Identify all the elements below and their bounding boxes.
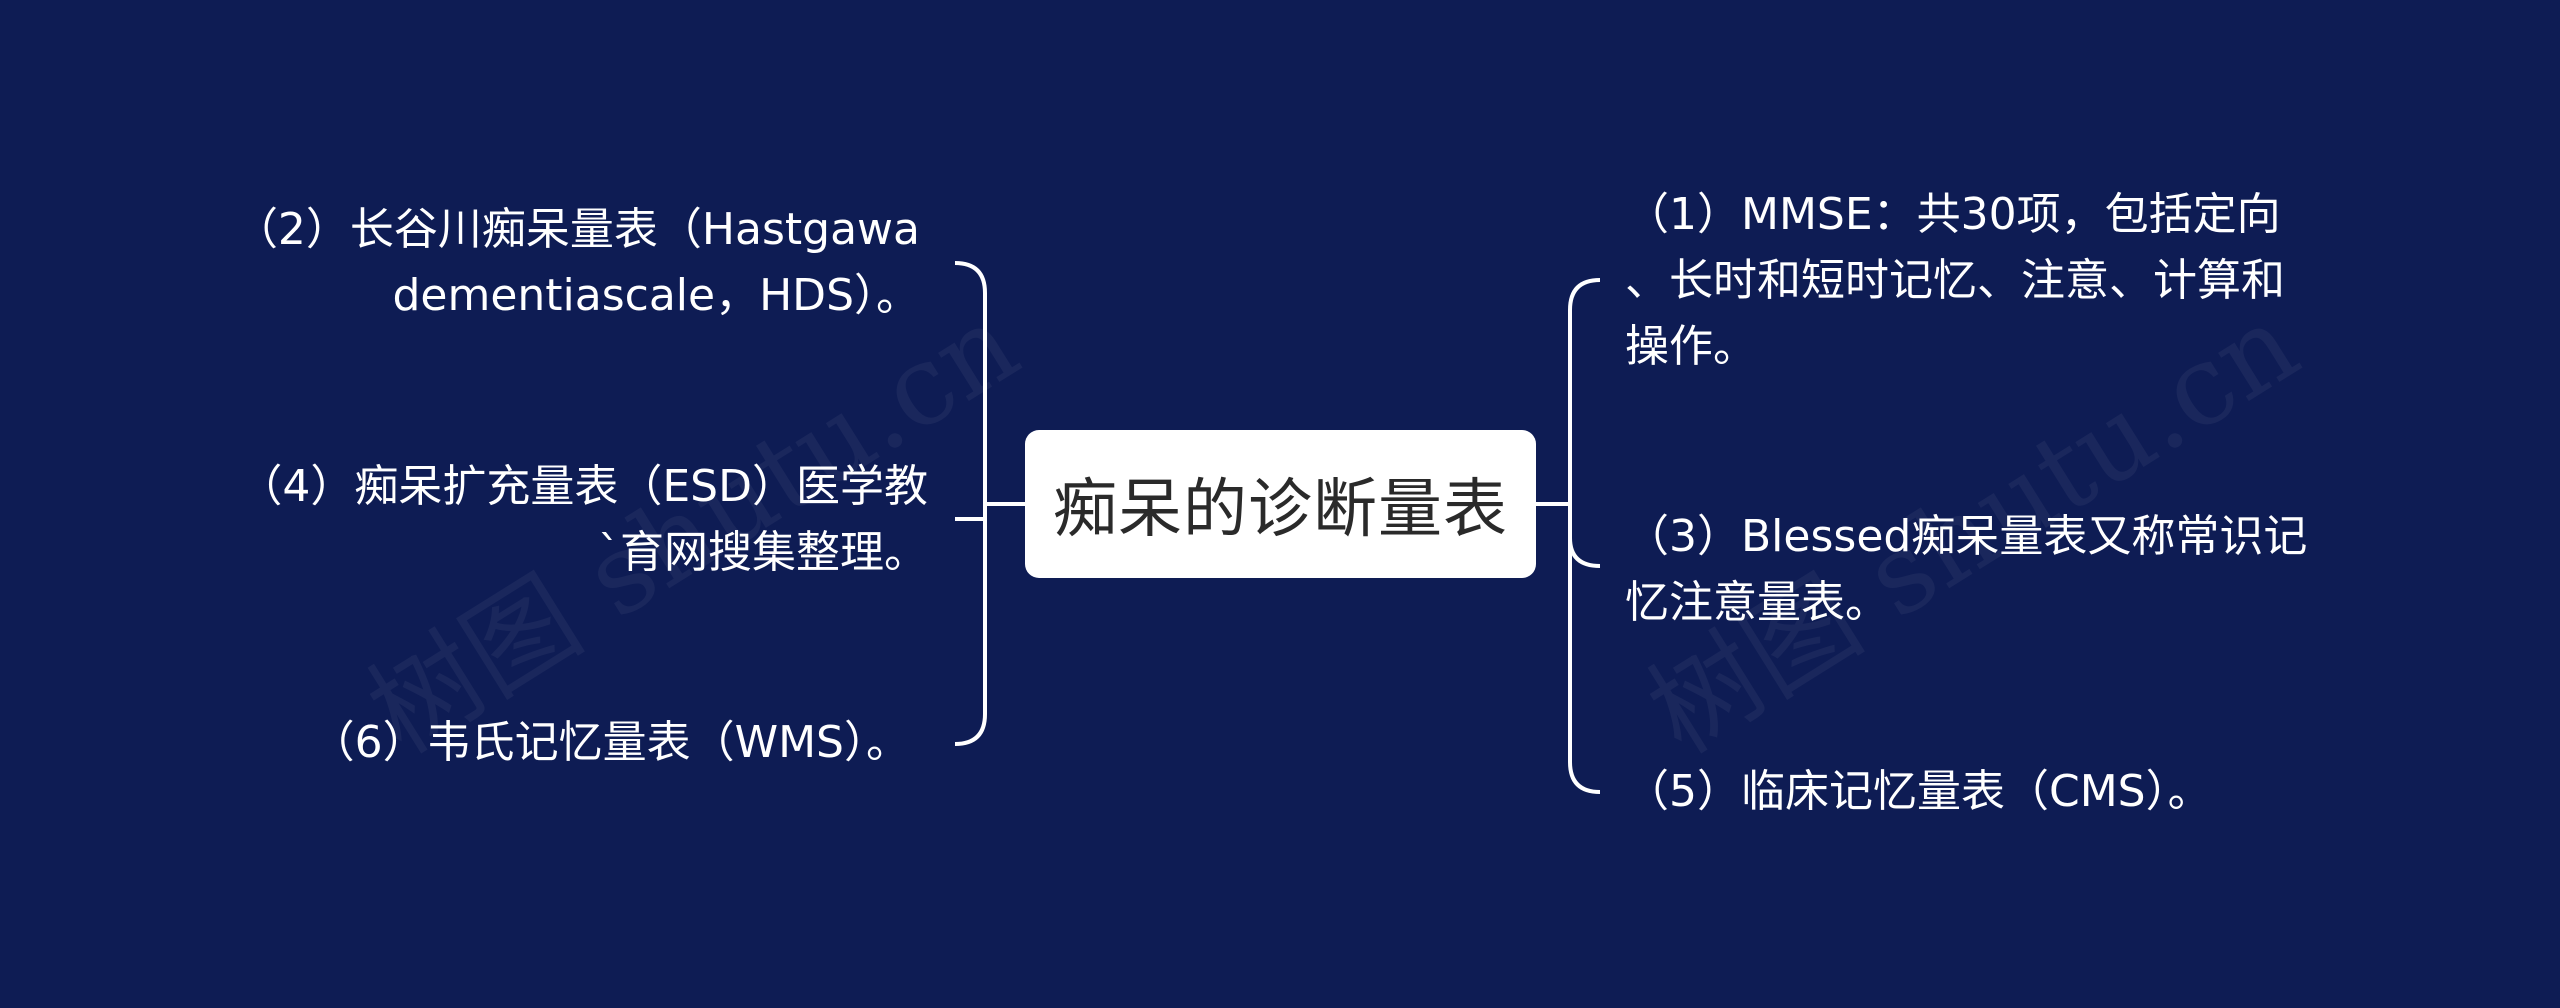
center-topic-label: 痴呆的诊断量表 <box>1053 473 1508 547</box>
center-topic-node[interactable]: 痴呆的诊断量表 <box>1025 430 1536 578</box>
bracket-right <box>1568 278 1601 794</box>
branch-item-mmse[interactable]: （1）MMSE：共30项，包括定向 、长时和短时记忆、注意、计算和 操作。 <box>1625 189 2285 372</box>
branch-item-wms[interactable]: （6）韦氏记忆量表（WMS）。 <box>310 717 910 768</box>
branch-item-cms[interactable]: （5）临床记忆量表（CMS）。 <box>1625 766 2212 817</box>
connector-right-item-2 <box>1568 537 1601 568</box>
branch-item-blessed[interactable]: （3）Blessed痴呆量表又称常识记 忆注意量表。 <box>1625 511 2308 628</box>
branch-item-esd[interactable]: （4）痴呆扩充量表（ESD）医学教 `育网搜集整理。 <box>238 461 928 578</box>
branch-item-hds[interactable]: （2）长谷川痴呆量表（Hastgawa dementiascale，HDS）。 <box>233 204 920 321</box>
bracket-left <box>954 261 987 746</box>
